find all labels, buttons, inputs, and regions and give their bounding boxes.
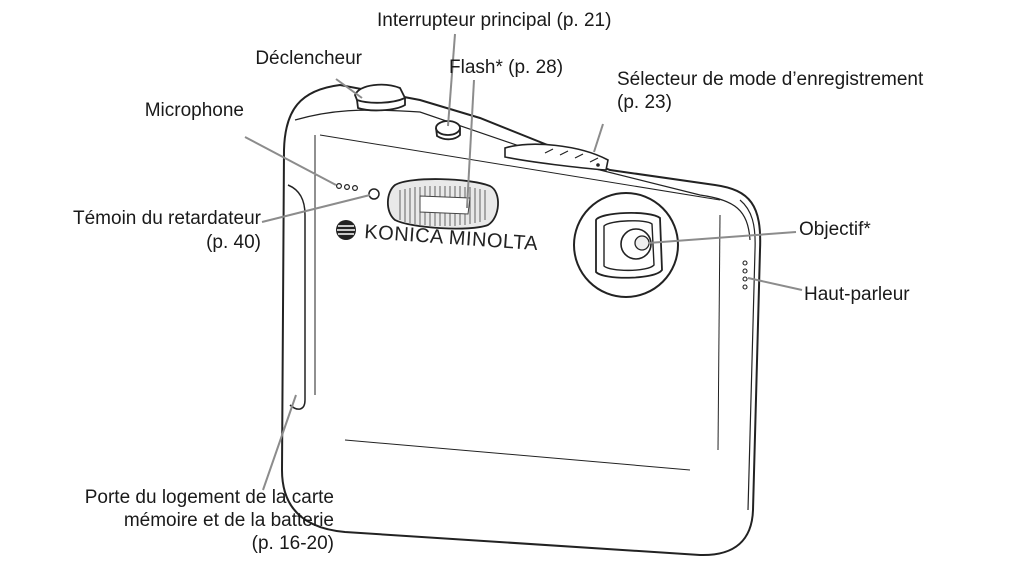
self-timer-lamp bbox=[368, 188, 380, 200]
camera-top-edge bbox=[294, 109, 751, 241]
leader-temoin bbox=[261, 194, 371, 223]
leader-declencheur bbox=[335, 78, 363, 99]
lens bbox=[573, 192, 679, 298]
camera-front-panel bbox=[314, 134, 721, 395]
leader-porte bbox=[262, 394, 297, 491]
camera-right-edge bbox=[739, 199, 756, 511]
label-haut-parleur: Haut-parleur bbox=[804, 284, 910, 305]
leader-haut-parleur bbox=[747, 277, 803, 291]
leader-lines bbox=[244, 33, 803, 491]
label-selecteur-line1: Sélecteur de mode d’enregistrement bbox=[617, 69, 924, 90]
label-objectif: Objectif* bbox=[799, 219, 871, 240]
flash-window bbox=[386, 178, 499, 230]
label-temoin-line2: (p. 40) bbox=[206, 232, 261, 253]
leader-microphone bbox=[244, 136, 337, 186]
label-porte-line3: (p. 16-20) bbox=[251, 533, 334, 554]
leader-flash bbox=[466, 79, 475, 209]
leader-interrupteur bbox=[447, 33, 456, 127]
power-switch bbox=[435, 120, 461, 141]
battery-door-panel bbox=[287, 184, 306, 410]
camera-bottom-line bbox=[344, 439, 691, 471]
label-porte-line2: mémoire et de la batterie bbox=[123, 510, 334, 531]
camera-front-right-line bbox=[717, 214, 721, 451]
label-temoin-line1: Témoin du retardateur bbox=[73, 208, 261, 229]
microphone-holes bbox=[336, 183, 359, 192]
leader-selecteur bbox=[593, 123, 604, 153]
label-interrupteur-principal: Interrupteur principal (p. 21) bbox=[377, 10, 612, 31]
label-selecteur-line2: (p. 23) bbox=[617, 92, 672, 113]
shutter-button bbox=[354, 83, 407, 112]
speaker-holes bbox=[742, 260, 748, 290]
label-flash: Flash* (p. 28) bbox=[449, 57, 564, 78]
label-microphone: Microphone bbox=[144, 100, 244, 121]
label-porte-line1: Porte du logement de la carte bbox=[84, 487, 334, 508]
label-declencheur: Déclencheur bbox=[255, 48, 362, 69]
mode-selector bbox=[504, 143, 609, 171]
leader-objectif bbox=[647, 231, 797, 244]
